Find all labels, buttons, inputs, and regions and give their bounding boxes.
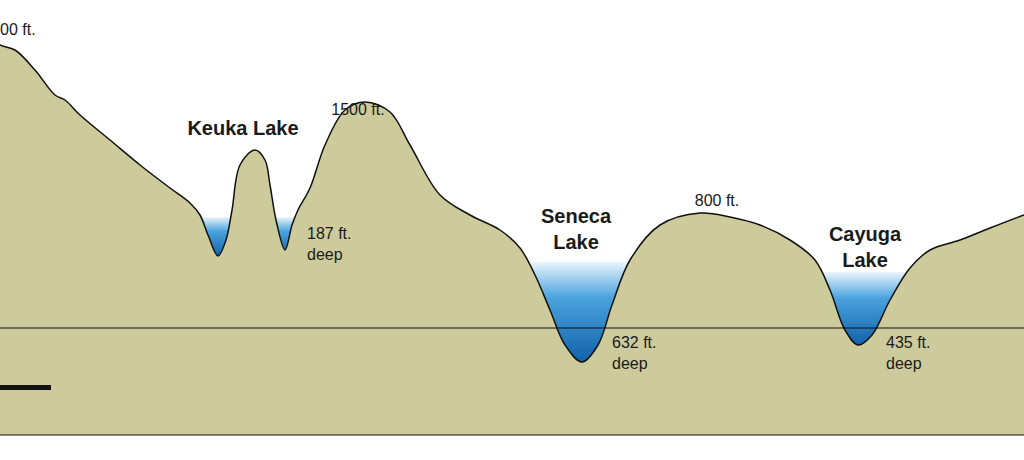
depth-label: 632 ft. deep xyxy=(612,333,674,375)
lake-name: Seneca Lake xyxy=(528,203,624,255)
base-line xyxy=(0,434,1024,435)
ground xyxy=(0,40,1024,435)
reference-line xyxy=(0,327,1024,328)
depth-label: 187 ft. deep xyxy=(307,224,369,266)
ground-outline xyxy=(0,40,1024,362)
depth-label: 435 ft. deep xyxy=(886,333,948,375)
elevation-label: 800 ft. xyxy=(695,191,739,212)
elevation-label: 1500 ft. xyxy=(331,100,384,121)
lake-name: Keuka Lake xyxy=(187,115,298,141)
elevation-label: 00 ft. xyxy=(0,20,36,41)
lake-name: Cayuga Lake xyxy=(817,221,913,273)
scale-bar xyxy=(0,385,51,390)
